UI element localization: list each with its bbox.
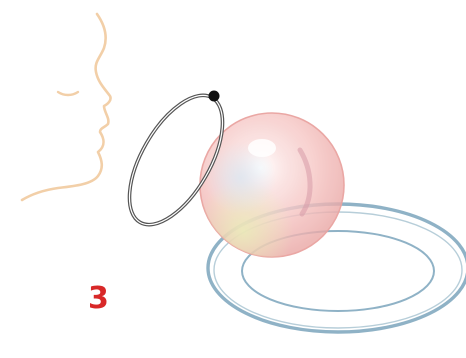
face-outline <box>22 14 111 200</box>
wand-tip-icon <box>209 91 220 102</box>
step-number-label: 3 <box>88 284 109 314</box>
